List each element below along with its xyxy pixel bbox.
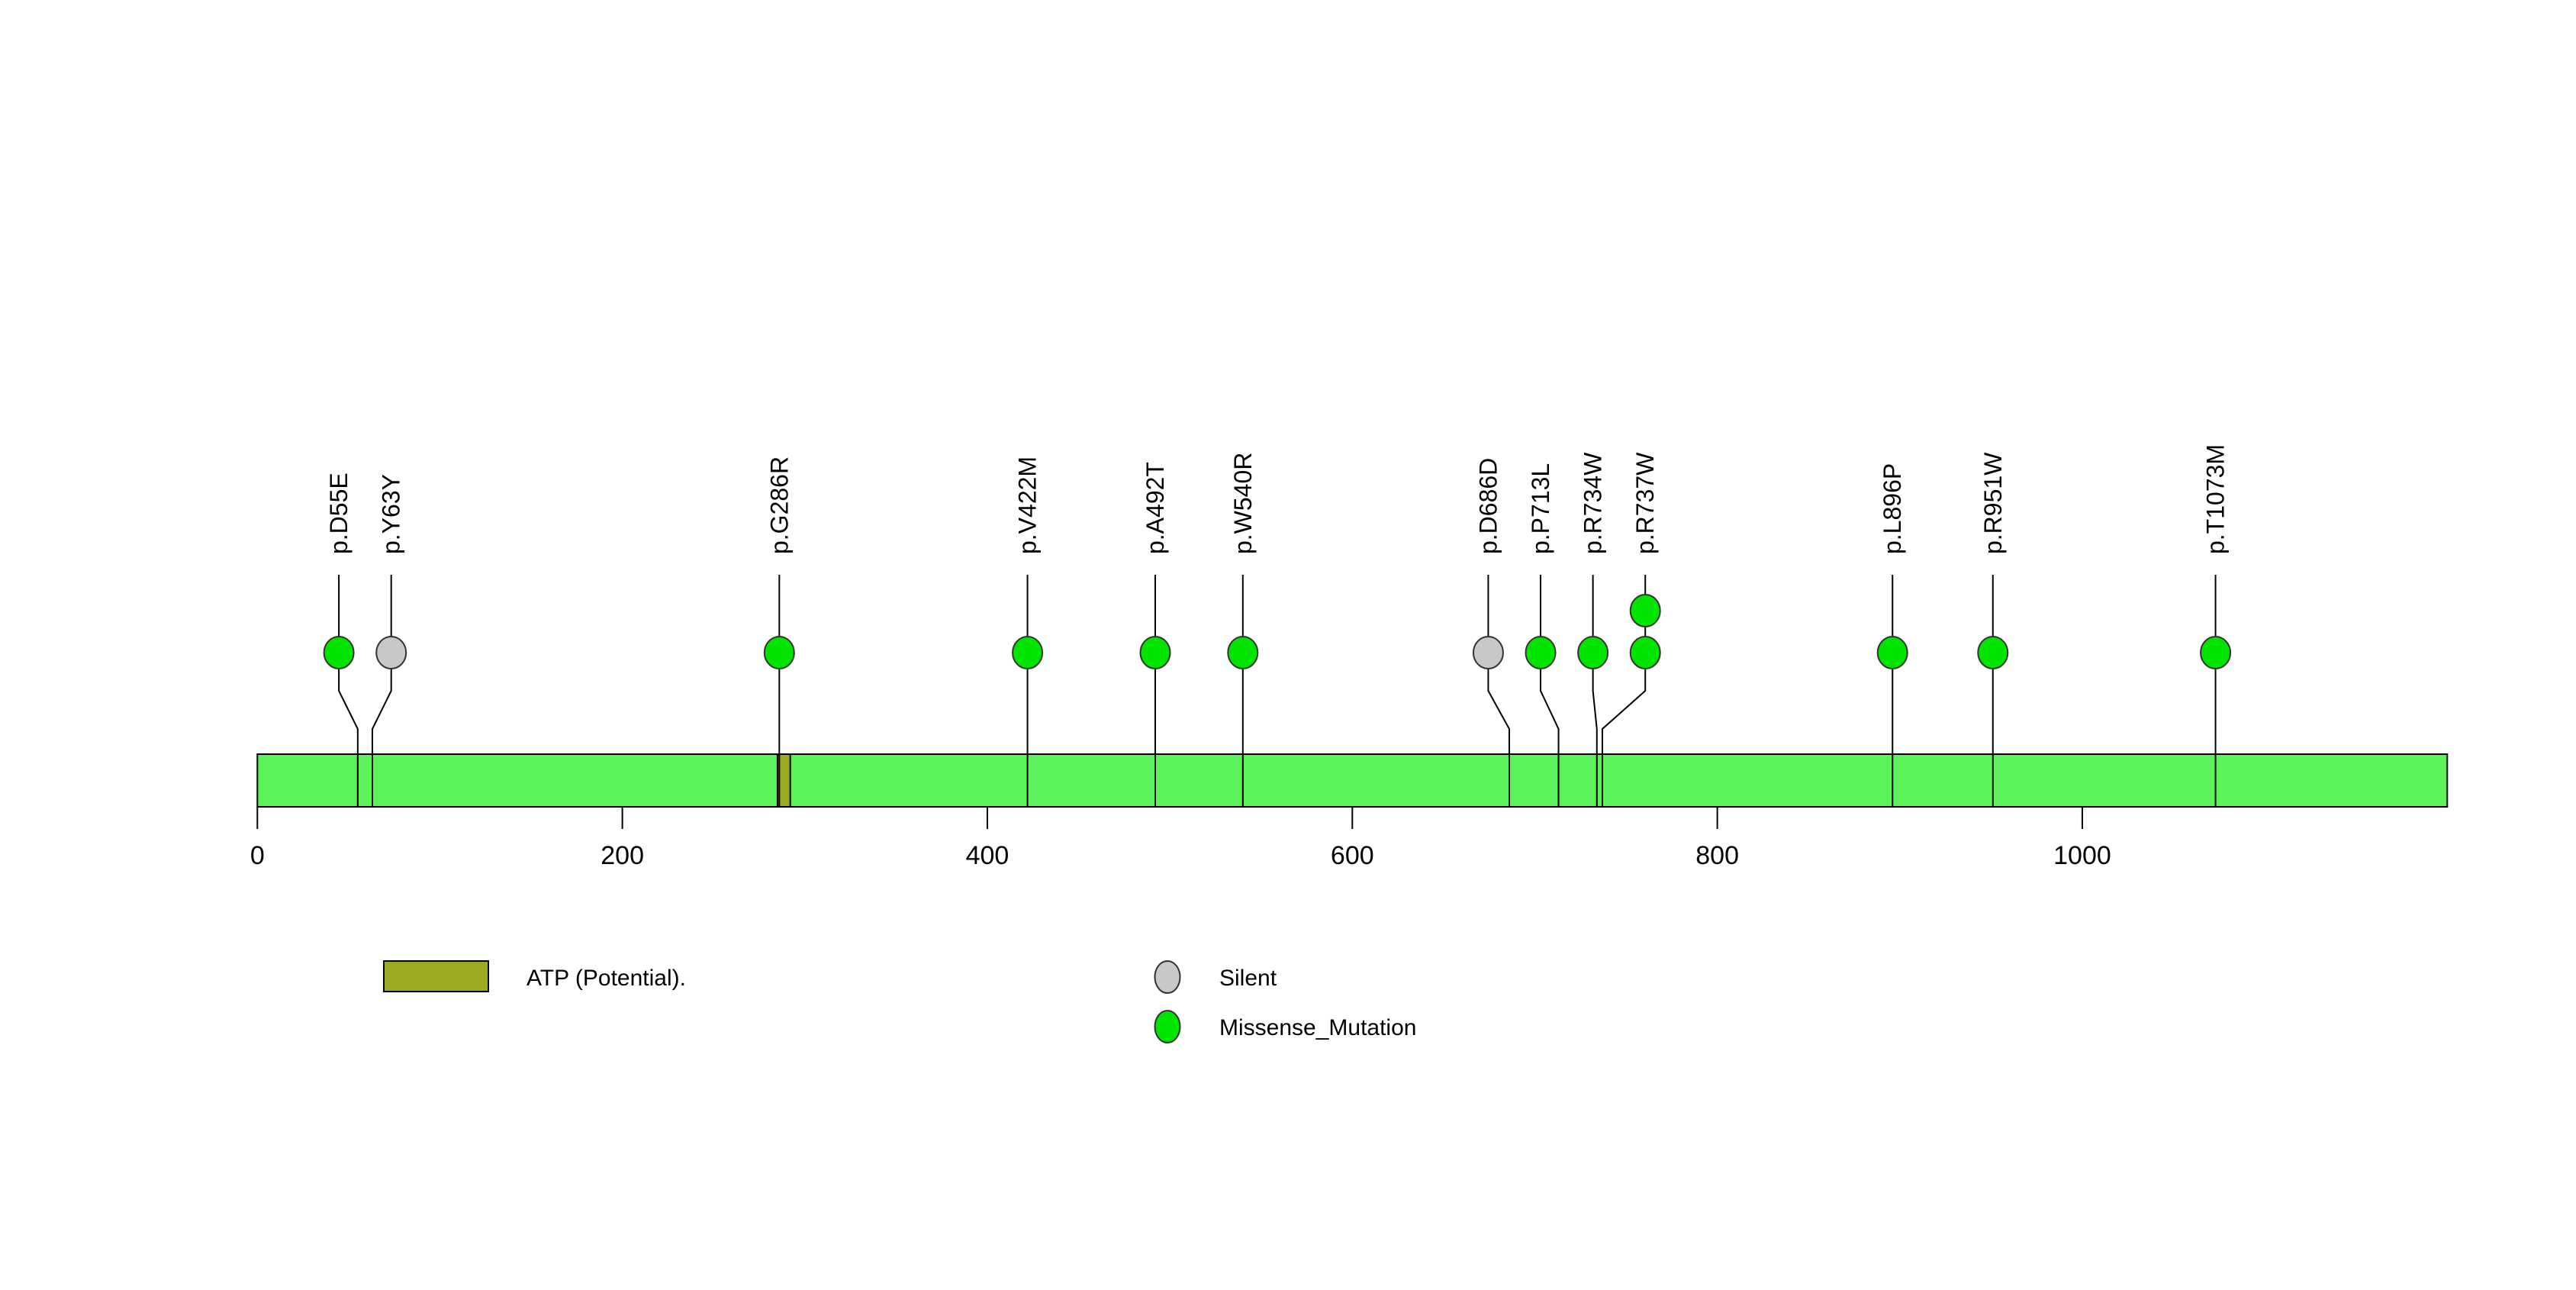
mutation-label: p.D55E (325, 472, 353, 554)
mutation-label: p.A492T (1141, 462, 1169, 554)
legend-type-swatch (1154, 960, 1181, 994)
mutation-label: p.V422M (1014, 456, 1042, 554)
axis-tick-label: 0 (250, 841, 265, 870)
mutation-label: p.R734W (1579, 452, 1607, 554)
mutation-label: p.L896P (1879, 463, 1906, 554)
legend-domain-swatch (383, 960, 489, 992)
mutation-label: p.Y63Y (378, 474, 405, 554)
mutation-label: p.R951W (1979, 452, 2007, 554)
mutation-label: p.P713L (1527, 463, 1554, 554)
mutation-circle (1012, 636, 1044, 669)
mutation-label: p.G286R (765, 456, 793, 554)
mutation-label: p.W540R (1229, 453, 1257, 554)
mutation-label: p.D686D (1474, 458, 1502, 554)
mutation-circle (1629, 594, 1661, 627)
mutation-circle (1577, 636, 1609, 669)
axis-tick-label: 200 (601, 841, 644, 870)
mutation-stem (1592, 575, 1598, 807)
mutation-circle (763, 636, 795, 669)
mutation-circle (375, 636, 407, 669)
domain-band (776, 753, 791, 808)
axis-tick-label: 800 (1695, 841, 1739, 870)
mutation-stem (1540, 575, 1560, 807)
mutation-circle (1227, 636, 1259, 669)
mutation-label: p.R737W (1631, 452, 1659, 554)
axis-tick-label: 400 (966, 841, 1009, 870)
legend-domain-label: ATP (Potential). (526, 966, 686, 991)
mutation-circle (1977, 636, 2009, 669)
mutation-circle (1629, 636, 1661, 669)
mutation-circle (2200, 636, 2232, 669)
mutation-stem (1601, 575, 1647, 807)
mutation-stem (371, 575, 392, 807)
mutation-stem (1487, 575, 1510, 807)
mutation-circle (1472, 636, 1504, 669)
mutation-circle (1876, 636, 1908, 669)
mutation-circle (323, 636, 355, 669)
legend-type-swatch (1154, 1010, 1181, 1043)
axis-tick-label: 1000 (2053, 841, 2111, 870)
axis-tick-label: 600 (1331, 841, 1374, 870)
legend-type-label: Missense_Mutation (1219, 1015, 1416, 1040)
mutation-circle (1525, 636, 1557, 669)
legend-type-label: Silent (1219, 966, 1277, 991)
mutation-stem (338, 575, 359, 807)
mutation-circle (1139, 636, 1171, 669)
protein-backbone (256, 753, 2449, 808)
mutation-label: p.T1073M (2202, 444, 2230, 554)
